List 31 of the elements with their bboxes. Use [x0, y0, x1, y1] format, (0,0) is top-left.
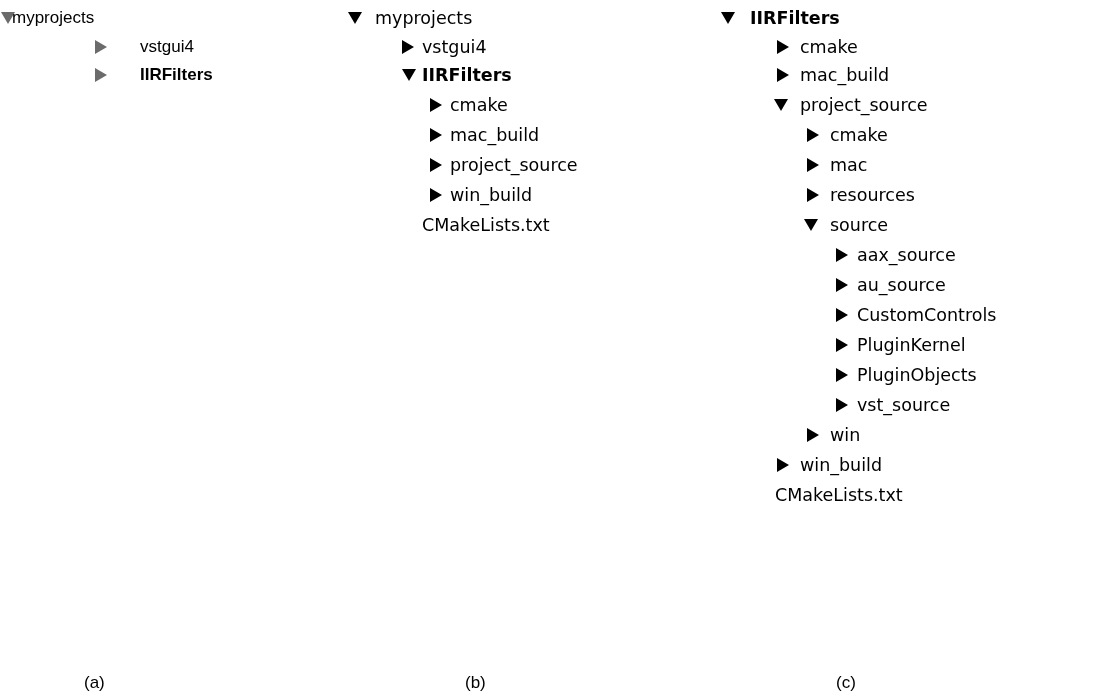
folder-name: cmake [830, 124, 888, 146]
panel-label: (a) [84, 672, 105, 694]
folder-name: PluginKernel [857, 334, 966, 356]
folder-name: IIRFilters [422, 64, 512, 86]
folder-name: mac_build [800, 64, 890, 86]
folder-name: vstgui4 [140, 36, 194, 58]
folder-name: project_source [450, 154, 578, 176]
folder-name: myprojects [375, 7, 473, 29]
folder-name: win_build [800, 454, 883, 476]
folder-name: cmake [800, 36, 858, 58]
folder-name: au_source [857, 274, 946, 296]
folder-name: source [830, 214, 889, 236]
folder-name: CMakeLists.txt [775, 484, 903, 506]
folder-name: vst_source [857, 394, 951, 416]
folder-name: mac_build [450, 124, 540, 146]
folder-name: win_build [450, 184, 533, 206]
folder-name: mac [830, 154, 868, 176]
folder-name: resources [830, 184, 915, 206]
folder-name: PluginObjects [857, 364, 977, 386]
folder-name: CustomControls [857, 304, 997, 326]
folder-name: win [830, 424, 861, 446]
folder-name: aax_source [857, 244, 956, 266]
folder-name: myprojects [12, 7, 95, 29]
folder-name: project_source [800, 94, 928, 116]
folder-name: cmake [450, 94, 508, 116]
folder-name: IIRFilters [750, 7, 840, 29]
panel-label: (c) [836, 672, 856, 694]
folder-name: IIRFilters [140, 64, 213, 86]
folder-name: vstgui4 [422, 36, 487, 58]
panel-label: (b) [465, 672, 486, 694]
folder-name: CMakeLists.txt [422, 214, 550, 236]
